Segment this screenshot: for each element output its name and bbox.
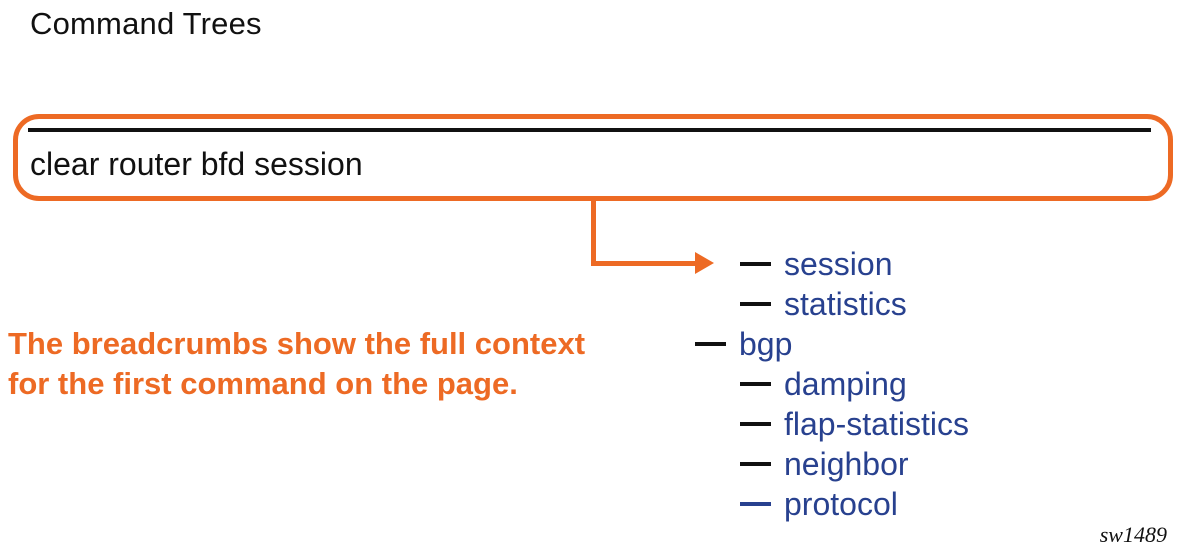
tree-dash-icon [740, 422, 771, 426]
tree-dash-icon [740, 502, 771, 506]
caption-line-2: for the first command on the page. [8, 366, 518, 401]
breadcrumb-divider-line [28, 128, 1151, 132]
tree-item-flap-statistics: flap-statistics [695, 404, 969, 444]
tree-item-bgp: bgp [695, 324, 969, 364]
tree-item-label: statistics [784, 285, 907, 322]
tree-dash-icon [695, 342, 726, 346]
figure-id: sw1489 [1099, 522, 1167, 547]
tree-item-label: flap-statistics [784, 405, 969, 442]
tree-item-label: damping [784, 365, 907, 402]
tree-item-protocol: protocol [695, 484, 969, 524]
arrow-horizontal-segment [591, 261, 695, 266]
tree-dash-icon [740, 302, 771, 306]
tree-item-session: session [695, 244, 969, 284]
tree-item-label: protocol [784, 485, 898, 522]
tree-dash-icon [740, 462, 771, 466]
caption-line-1: The breadcrumbs show the full context [8, 326, 586, 361]
tree-item-statistics: statistics [695, 284, 969, 324]
tree-dash-icon [740, 262, 771, 266]
tree-item-label: neighbor [784, 445, 909, 482]
tree-item-damping: damping [695, 364, 969, 404]
tree-item-label: bgp [739, 325, 793, 362]
breadcrumb-command-text: clear router bfd session [30, 146, 363, 182]
tree-item-label: session [784, 245, 893, 282]
arrow-head-icon [695, 252, 714, 274]
tree-dash-icon [740, 382, 771, 386]
breadcrumb-box: clear router bfd session [13, 114, 1173, 201]
caption-text: The breadcrumbs show the full context fo… [8, 324, 585, 404]
tree-item-neighbor: neighbor [695, 444, 969, 484]
arrow-vertical-segment [591, 199, 596, 264]
command-tree: session statistics bgp damping flap-stat… [695, 244, 969, 524]
page-title: Command Trees [30, 6, 262, 41]
